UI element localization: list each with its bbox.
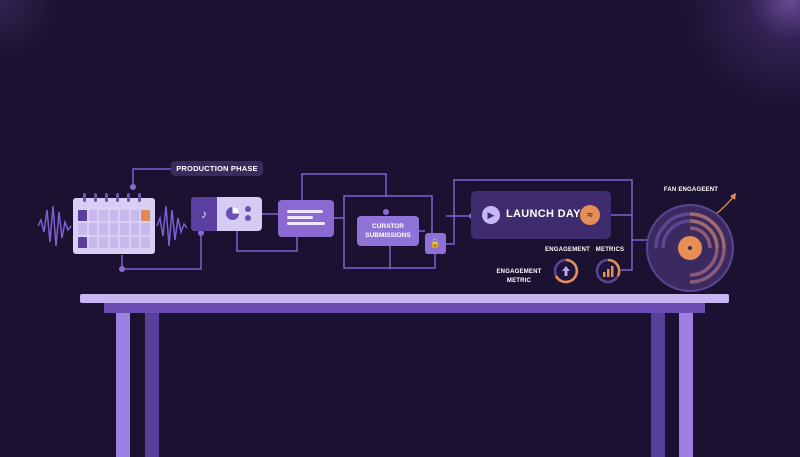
engagement-label: ENGAGEMENT [545,247,591,253]
calendar-day [130,236,140,248]
calendar-ring [83,193,86,202]
text-line [287,210,323,213]
calendar-day [99,223,108,235]
calendar-ring [94,193,97,202]
calendar-ring [127,193,130,202]
bar-chart-icon [595,258,621,284]
calendar-day [88,210,98,222]
connector-dot [383,209,389,215]
calendar-card [73,193,155,254]
spotify-icon: ≈ [580,205,600,225]
fan-engagement-label: FAN ENGAGEENT [663,187,719,193]
calendar-day [78,236,87,248]
calendar-day-highlight [141,210,150,222]
calendar-day [109,223,119,235]
launch-day-card: ▶ LAUNCH DAY ≈ [471,191,611,239]
text-line [287,222,325,225]
table-top [80,294,729,303]
calendar-day [130,210,140,222]
table-leg [116,313,130,457]
calendar-day [130,223,140,235]
engagement-metric-line1: ENGAGEMENT [496,269,542,275]
pie-chart-icon [226,207,239,220]
arrow-up-icon [553,258,579,284]
vinyl-record-icon [646,204,734,292]
play-icon[interactable]: ▶ [482,206,500,224]
document-panel [278,200,334,237]
calendar-grid [78,210,150,248]
vinyl-grooves [654,212,726,284]
table-leg-back [651,313,665,457]
calendar-day [109,236,119,248]
lock-icon: 🔒 [425,233,446,254]
table-leg [679,313,693,457]
calendar-day [120,210,129,222]
curator-label-line2: SUBMISSIONS [365,232,411,239]
calendar-day [120,223,129,235]
calendar-day [141,236,150,248]
calendar-day [109,210,119,222]
curator-label-line1: CURATOR [372,223,404,230]
calendar-day [99,236,108,248]
calendar-day [99,210,108,222]
calendar-ring [116,193,119,202]
dots-icon [245,206,253,222]
calendar-day [88,223,98,235]
production-phase-label: PRODUCTION PHASE [176,164,258,173]
table-apron [104,303,705,313]
calendar-day [141,223,150,235]
production-phase-tag: PRODUCTION PHASE [171,161,263,176]
launch-day-label: LAUNCH DAY [506,208,581,220]
calendar-day [78,223,87,235]
audio-panel: ♪ [191,197,262,231]
text-line [287,216,313,219]
calendar-ring [138,193,141,202]
calendar-ring [105,193,108,202]
curator-submissions-card: CURATOR SUBMISSIONS [357,216,419,246]
music-note-icon: ♪ [191,197,217,231]
metrics-label: METRICS [595,247,625,253]
metrics-gauge [595,258,621,284]
calendar-day [88,236,98,248]
table-leg-back [145,313,159,457]
engagement-gauge [553,258,579,284]
engagement-metric-line2: METRIC [506,278,532,284]
calendar-day [120,236,129,248]
engagement-metric-label: ENGAGEMENT METRIC [494,268,544,286]
calendar-day [78,210,87,222]
